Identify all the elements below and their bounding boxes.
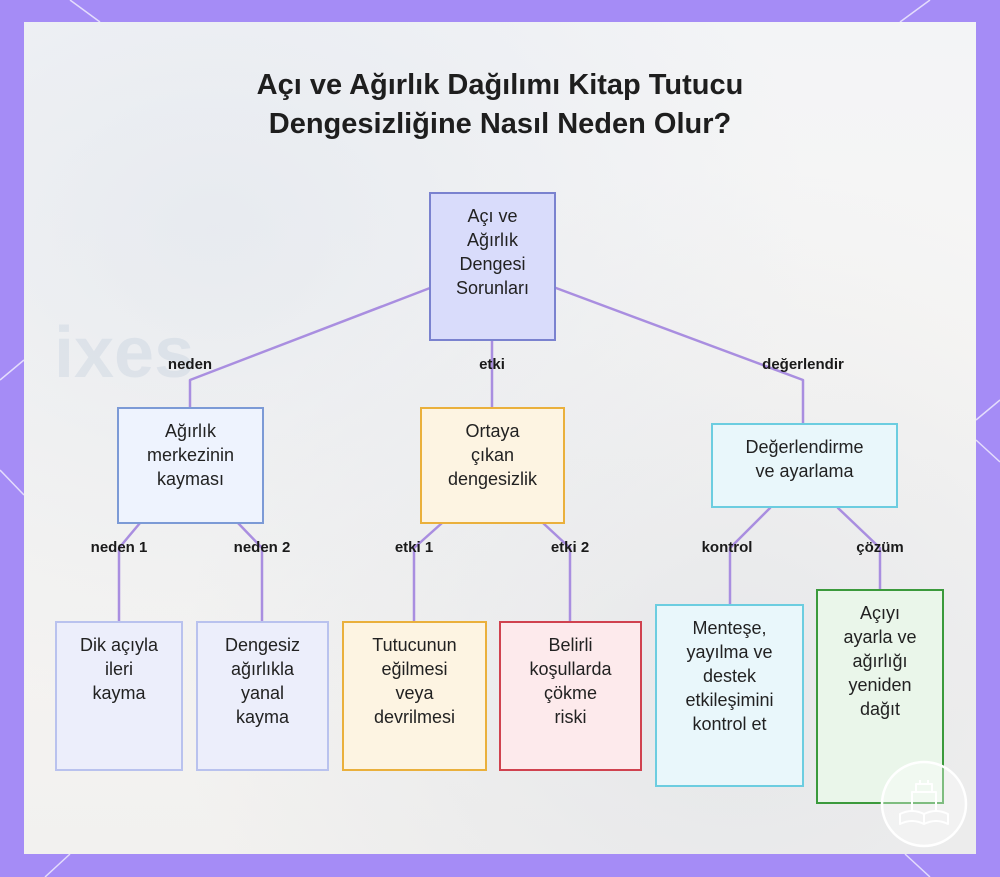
node-check-line: destek (702, 666, 757, 686)
node-slide-sideways-line: yanal (240, 683, 285, 703)
node-root-line: Sorunları (455, 278, 530, 298)
page-title: Açı ve Ağırlık Dağılımı Kitap Tutucu Den… (0, 66, 1000, 144)
node-check: Menteşe, yayılma ve destek etkileşimini … (655, 604, 804, 787)
node-imbalance: Ortaya çıkan dengesizlik (420, 407, 565, 524)
node-tip-over-line: devrilmesi (373, 707, 456, 727)
node-adjust-line: ağırlığı (852, 651, 908, 671)
node-collapse-line: çökme (543, 683, 597, 703)
edge-imbalance-collapse (541, 521, 572, 624)
edge-root-weight-shift (188, 286, 432, 410)
node-slide-forward-line: ileri (104, 659, 133, 679)
node-root-line: Ağırlık (466, 230, 518, 250)
node-slide-forward: Dik açıyla ileri kayma (55, 621, 183, 771)
node-imbalance-line: dengesizlik (447, 469, 538, 489)
node-collapse: Belirli koşullarda çökme riski (499, 621, 642, 771)
node-weight-shift-line: Ağırlık (164, 421, 216, 441)
edge-root-evaluate (554, 286, 805, 426)
node-slide-sideways-line: kayma (235, 707, 289, 727)
node-imbalance-line: çıkan (470, 445, 515, 465)
node-check-line: Menteşe, (692, 618, 767, 638)
node-adjust-line: dağıt (859, 699, 901, 719)
node-tip-over-line: veya (395, 683, 434, 703)
edge-label-neden-1: neden 1 (90, 539, 148, 556)
node-slide-sideways-line: Dengesiz (224, 635, 301, 655)
node-tip-over: Tutucunun eğilmesi veya devrilmesi (342, 621, 487, 771)
node-weight-shift: Ağırlık merkezinin kayması (117, 407, 264, 524)
edge-weight-slide-forward (117, 521, 142, 624)
edge-evaluate-adjust (836, 506, 882, 592)
node-evaluate-line: ve ayarlama (755, 461, 854, 481)
node-collapse-line: koşullarda (529, 659, 612, 679)
node-slide-sideways: Dengesiz ağırlıkla yanal kayma (196, 621, 329, 771)
node-check-line: kontrol et (692, 714, 767, 734)
node-collapse-line: riski (554, 707, 587, 727)
title-line-1: Açı ve Ağırlık Dağılımı Kitap Tutucu (256, 69, 744, 101)
edge-label-etki-1: etki 1 (394, 539, 434, 556)
edge-evaluate-check (728, 506, 772, 607)
node-check-line: etkileşimini (685, 690, 774, 710)
node-adjust-line: ayarla ve (843, 627, 917, 647)
node-evaluate: Değerlendirme ve ayarlama (711, 423, 898, 508)
edge-label-neden-2: neden 2 (233, 539, 291, 556)
edge-label-cozum: çözüm (856, 539, 904, 556)
node-tip-over-line: eğilmesi (381, 659, 448, 679)
node-tip-over-line: Tutucunun (372, 635, 457, 655)
node-slide-forward-line: Dik açıyla (79, 635, 159, 655)
background-watermark-text: ixes (54, 313, 195, 393)
node-root-line: Açı ve (467, 206, 518, 226)
node-adjust-line: yeniden (848, 675, 912, 695)
node-slide-sideways-line: ağırlıkla (230, 659, 295, 679)
node-imbalance-line: Ortaya (465, 421, 520, 441)
node-adjust-line: Açıyı (859, 603, 900, 623)
node-slide-forward-line: kayma (92, 683, 146, 703)
edge-label-degerlendir: değerlendir (762, 356, 844, 373)
edge-weight-slide-sideways (236, 521, 264, 624)
node-root-line: Dengesi (459, 254, 526, 274)
book-logo-icon (880, 760, 968, 848)
edge-label-etki: etki (479, 356, 505, 373)
node-root: Açı ve Ağırlık Dengesi Sorunları (429, 192, 556, 341)
edge-label-etki-2: etki 2 (550, 539, 590, 556)
node-weight-shift-line: kayması (156, 469, 225, 489)
node-check-line: yayılma ve (686, 642, 773, 662)
node-adjust: Açıyı ayarla ve ağırlığı yeniden dağıt (816, 589, 944, 804)
edge-label-kontrol: kontrol (701, 539, 753, 556)
node-collapse-line: Belirli (548, 635, 593, 655)
edge-label-neden: neden (167, 356, 213, 373)
title-line-2: Dengesizliğine Nasıl Neden Olur? (268, 108, 732, 140)
edge-imbalance-tip-over (412, 521, 444, 624)
node-weight-shift-line: merkezinin (146, 445, 235, 465)
node-evaluate-line: Değerlendirme (745, 437, 864, 457)
